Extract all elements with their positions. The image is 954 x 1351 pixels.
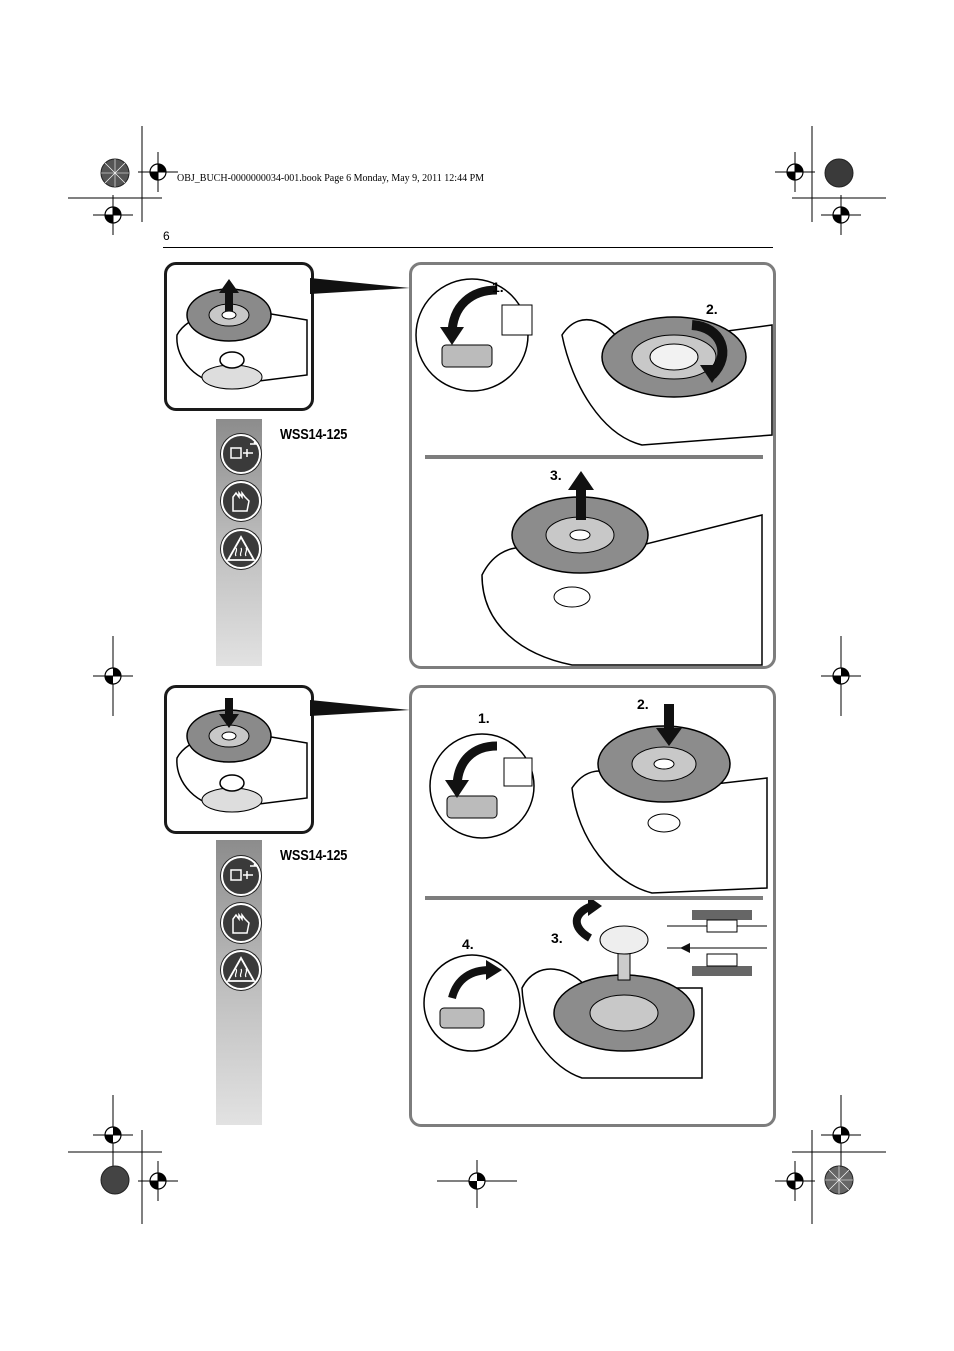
remove-thumbnail xyxy=(164,262,314,411)
book-header: OBJ_BUCH-0000000034-001.book Page 6 Mond… xyxy=(177,173,485,184)
remove-thumbnail-illustration xyxy=(176,279,308,390)
header-rule xyxy=(163,247,773,248)
install-step-3: 3. xyxy=(551,930,563,946)
install-thumbnail xyxy=(164,685,314,834)
gloves-icon xyxy=(221,903,261,943)
gloves-icon xyxy=(221,481,261,521)
remove-panel-divider xyxy=(425,455,763,459)
install-thumbnail-illustration xyxy=(176,698,308,813)
hot-surface-warning-icon xyxy=(221,950,261,990)
unplug-icon xyxy=(221,856,261,896)
install-steps-illustration xyxy=(423,704,768,1079)
remove-safety-sidebar xyxy=(216,419,262,666)
remove-step-3: 3. xyxy=(550,467,562,483)
install-step-1: 1. xyxy=(478,710,490,726)
install-panel-divider xyxy=(425,896,763,900)
install-instruction-panel: 1. 2. 3. 4. xyxy=(409,685,776,1127)
unplug-icon xyxy=(221,434,261,474)
install-model-label: WSS14-125 xyxy=(280,847,348,864)
remove-callout-pointer xyxy=(310,278,410,294)
install-callout-pointer xyxy=(310,700,410,716)
remove-steps-illustration xyxy=(415,278,773,666)
install-safety-sidebar xyxy=(216,840,262,1125)
install-step-4: 4. xyxy=(462,936,474,952)
remove-model-label: WSS14-125 xyxy=(280,426,348,443)
hot-surface-warning-icon xyxy=(221,529,261,569)
page-number: 6 xyxy=(163,229,170,243)
install-step-2: 2. xyxy=(637,696,649,712)
remove-step-2: 2. xyxy=(706,301,718,317)
remove-instruction-panel: 1. 2. 3. xyxy=(409,262,776,669)
remove-step-1: 1. xyxy=(492,279,504,295)
